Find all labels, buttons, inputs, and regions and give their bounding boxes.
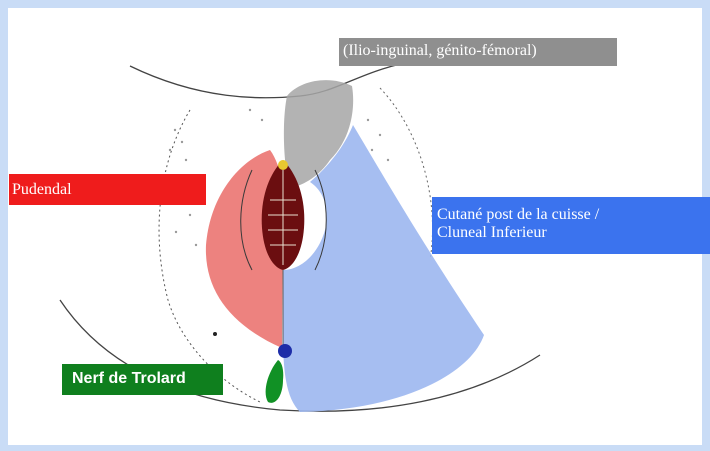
cutane-label-line1: Cutané post de la cuisse /: [437, 206, 710, 224]
small-dot: [213, 332, 217, 336]
trolard-region: [266, 360, 284, 403]
ilio-inguinal-label: (Ilio-inguinal, génito-fémoral): [339, 38, 617, 66]
cutane-label-line2: Cluneal Inferieur: [437, 224, 710, 242]
trolard-label: Nerf de Trolard: [62, 364, 223, 395]
pudendal-label: Pudendal: [9, 174, 206, 205]
genital-top-mark: [278, 160, 288, 170]
cutane-cluneal-label: Cutané post de la cuisse / Cluneal Infer…: [432, 197, 710, 254]
anal-point: [278, 344, 292, 358]
